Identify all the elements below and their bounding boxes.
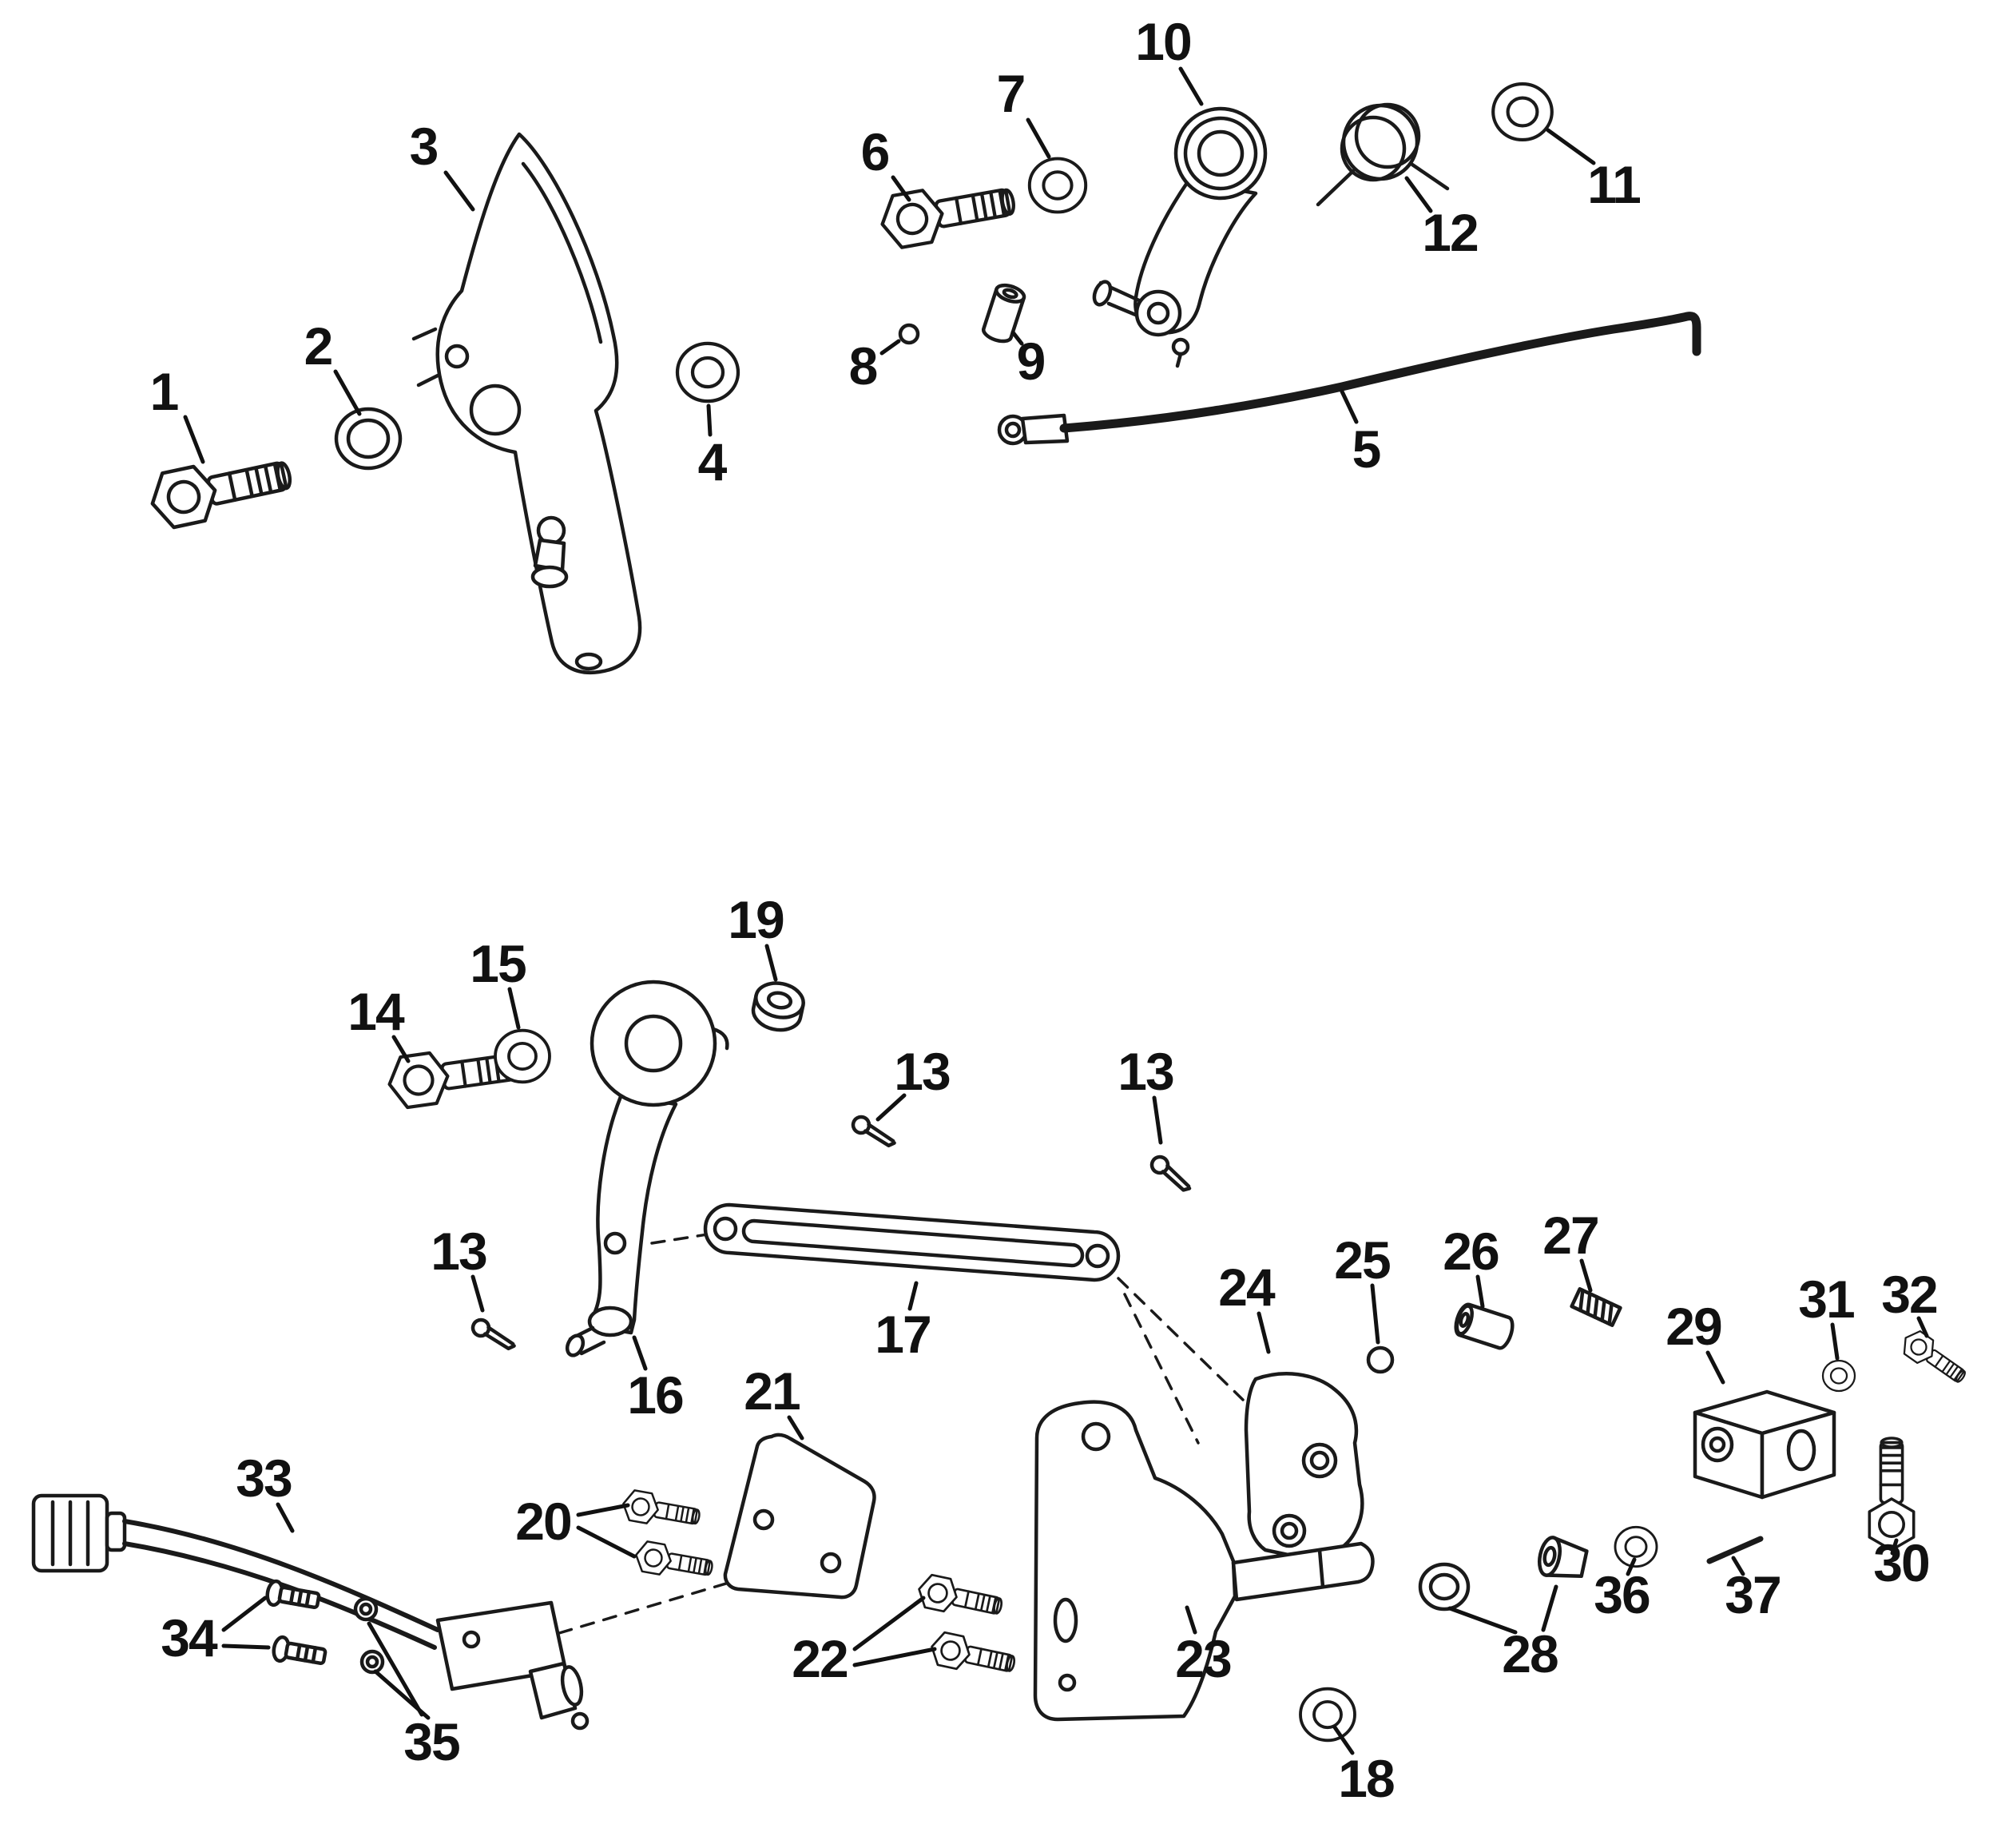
part-28-bushing-set [1418, 1536, 1589, 1612]
callout-23-24: 23 [1175, 1629, 1232, 1688]
part-7-washer [1027, 157, 1088, 214]
callout-13-12: 13 [894, 1042, 951, 1101]
callout-37-38: 37 [1725, 1565, 1781, 1624]
part-31-washer [1821, 1359, 1856, 1393]
part-20-bolt [632, 1539, 716, 1584]
part-18-washer [1299, 1687, 1356, 1743]
part-35-washer [359, 1649, 385, 1675]
callout-24-25: 24 [1218, 1258, 1275, 1317]
callout-28-29: 28 [1502, 1624, 1558, 1683]
part-3-bracket [411, 132, 642, 674]
part-16-lever [565, 980, 729, 1357]
callout-34-35: 34 [161, 1608, 217, 1667]
callout-18-19: 18 [1338, 1749, 1395, 1808]
callout-8-7: 8 [848, 336, 879, 395]
part-22-bolt [927, 1629, 1018, 1682]
part-2-washer [334, 407, 403, 471]
part-15-washer [494, 1028, 551, 1084]
part-37-pin [1706, 1536, 1764, 1564]
callout-6-5: 6 [860, 122, 891, 181]
part-12-torsion-spring [1316, 102, 1450, 207]
part-8-ball [898, 323, 920, 345]
callout-33-34: 33 [236, 1449, 292, 1508]
part-5-linkage-rod [997, 312, 1701, 446]
assembly-dashed-lines [558, 1232, 1245, 1635]
callout-25-26: 25 [1334, 1230, 1391, 1290]
part-25-ball [1366, 1345, 1395, 1374]
part-9-bushing [982, 283, 1026, 344]
callout-14-15: 14 [347, 982, 404, 1041]
part-11-washer [1493, 84, 1552, 140]
callout-13-14: 13 [431, 1222, 487, 1281]
part-32-bolt [1896, 1325, 1972, 1391]
part-1-bolt [147, 447, 296, 531]
part-17-link-bar [703, 1202, 1121, 1282]
callout-19-20: 19 [728, 890, 784, 949]
part-13-cotter-pin [850, 1115, 899, 1147]
callout-22-23: 22 [792, 1629, 848, 1688]
callout-2-1: 2 [304, 316, 334, 376]
part-29-block [1693, 1389, 1836, 1500]
callout-32-33: 32 [1881, 1265, 1938, 1324]
callout-10-9: 10 [1135, 12, 1192, 71]
callout-20-21: 20 [515, 1492, 572, 1551]
callout-leader-lines [183, 66, 1929, 1755]
part-19-bushing [751, 981, 805, 1032]
part-33-cable-assembly [31, 1493, 590, 1731]
callout-15-16: 15 [470, 934, 526, 993]
part-4-washer [677, 344, 738, 401]
part-34-screw [266, 1580, 320, 1613]
callout-13-13: 13 [1118, 1042, 1174, 1101]
callout-30-31: 30 [1873, 1533, 1930, 1592]
callout-5-4: 5 [1352, 419, 1382, 479]
callout-11-10: 11 [1587, 155, 1642, 214]
part-21-plate [723, 1433, 876, 1600]
part-20-bolt [619, 1488, 703, 1533]
callout-9-8: 9 [1016, 332, 1046, 391]
part-34-screw [272, 1636, 327, 1669]
part-26-bushing [1454, 1302, 1515, 1350]
callout-17-18: 17 [875, 1305, 931, 1364]
part-24-bracket [1244, 1372, 1364, 1560]
callout-36-37: 36 [1594, 1565, 1650, 1624]
part-23-bracket [1033, 1400, 1375, 1722]
part-13-cotter-pin [1147, 1155, 1197, 1192]
callout-21-22: 21 [744, 1361, 800, 1421]
part-27-spring [1570, 1287, 1622, 1327]
callout-31-32: 31 [1798, 1270, 1855, 1329]
callout-29-30: 29 [1665, 1297, 1722, 1356]
callout-1-0: 1 [149, 362, 180, 421]
callout-7-6: 7 [996, 64, 1026, 123]
callout-4-3: 4 [697, 432, 728, 491]
part-10-lever [1092, 106, 1268, 368]
callout-3-2: 3 [409, 117, 439, 176]
part-35-washer [353, 1596, 379, 1622]
callout-27-28: 27 [1542, 1206, 1599, 1265]
callout-26-27: 26 [1443, 1222, 1499, 1281]
part-13-cotter-pin [470, 1318, 518, 1350]
callout-35-36: 35 [403, 1712, 460, 1771]
callout-12-11: 12 [1422, 203, 1479, 262]
callout-16-17: 16 [627, 1365, 684, 1425]
part-22-bolt [914, 1572, 1006, 1624]
